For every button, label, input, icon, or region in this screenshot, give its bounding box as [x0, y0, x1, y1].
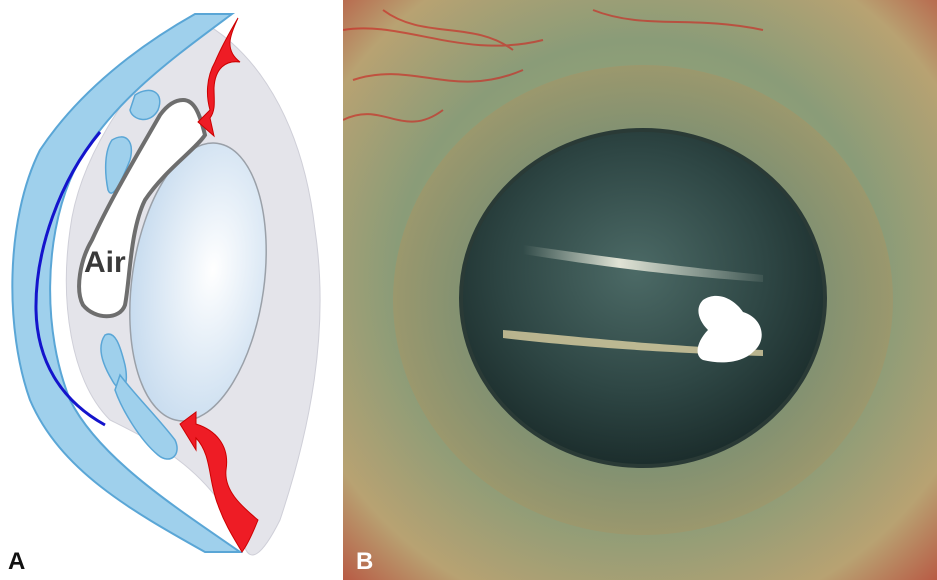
eye-photograph: [343, 0, 937, 580]
iris-upper: [130, 90, 160, 119]
panel-b-photo: [343, 0, 937, 580]
eye-schematic: Air: [0, 0, 340, 580]
panel-letter-b: B: [356, 548, 373, 576]
air-label: Air: [84, 246, 126, 279]
pupil-lens: [461, 130, 825, 466]
panel-letter-a: A: [8, 548, 25, 576]
panel-a-diagram: Air A: [0, 0, 340, 580]
